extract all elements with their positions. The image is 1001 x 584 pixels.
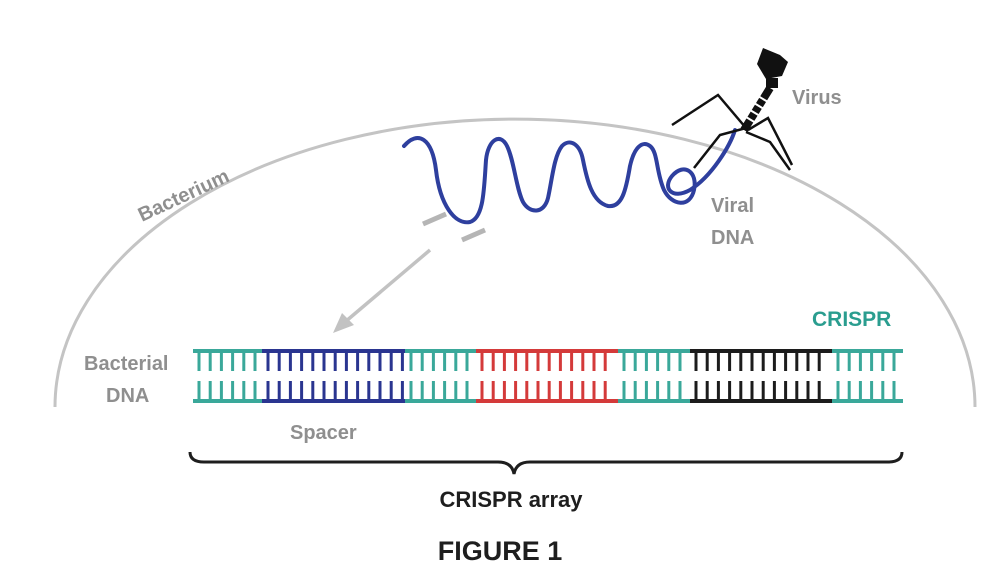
virus-icon [671,48,794,171]
crispr-spacer-segment [262,349,405,403]
cut-mark-right [461,227,486,243]
crispr-dna-ladder [193,349,903,403]
crispr-array-label: CRISPR array [439,487,583,512]
spacer-label: Spacer [290,422,357,444]
bacterial-dna-label-line2: DNA [106,385,149,407]
crispr-label: CRISPR [812,308,891,331]
crispr-repeat-segment [618,349,690,403]
cut-mark-left [422,211,447,227]
crispr-repeat-segment [193,349,262,403]
bacterial-dna-label-line1: Bacterial [84,353,169,375]
viral-dna-label-line1: Viral [711,195,754,217]
crispr-repeat-segment [832,349,903,403]
crispr-repeat-segment [405,349,476,403]
crispr-spacer-segment [690,349,832,403]
figure-caption: FIGURE 1 [438,536,563,566]
viral-dna-label-line2: DNA [711,227,754,249]
crispr-spacer-segment [476,349,618,403]
crispr-array-brace [188,451,904,475]
virus-label: Virus [792,87,842,109]
viral-dna-strand [402,128,737,225]
bacterium-membrane [53,117,977,408]
insertion-arrow [333,248,432,333]
bacterium-label: Bacterium [135,165,233,226]
